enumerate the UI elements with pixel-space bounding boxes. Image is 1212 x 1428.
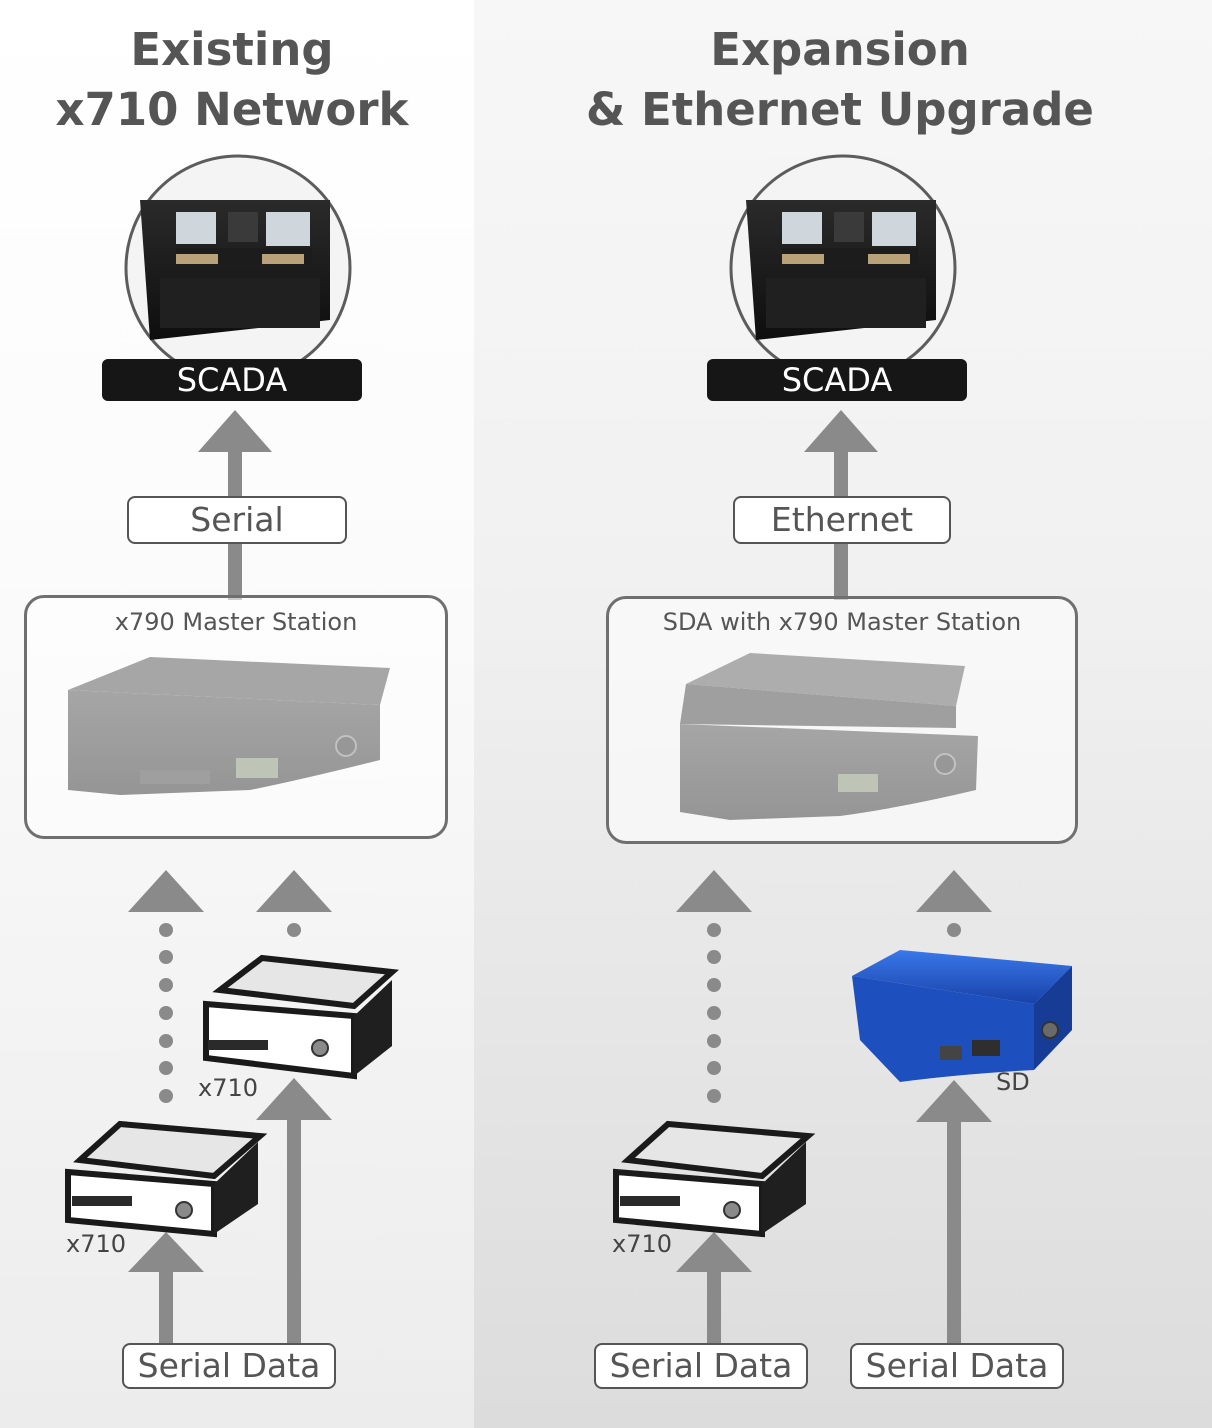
right-sd-label: SD: [996, 1068, 1030, 1096]
left-serial-data-label: Serial Data: [122, 1343, 336, 1389]
arrow-serial-data-x710-right: [676, 1232, 752, 1348]
dotted-link-lower-x710: [128, 870, 204, 1103]
left-heading-line2: x710 Network: [55, 83, 409, 136]
dotted-link-x710-right: [676, 870, 752, 1103]
dotted-link-upper-x710: [256, 870, 332, 937]
right-scada-label: SCADA: [707, 359, 967, 401]
scada-control-room-right: [729, 154, 957, 382]
right-heading: Expansion & Ethernet Upgrade: [540, 20, 1140, 140]
left-upper-x710-label: x710: [198, 1074, 259, 1102]
x710-radio-right: [613, 1120, 816, 1238]
right-heading-line2: & Ethernet Upgrade: [586, 83, 1094, 136]
left-station-label: x790 Master Station: [114, 608, 358, 636]
right-x710-label: x710: [612, 1230, 673, 1258]
left-heading-line1: Existing: [130, 23, 334, 76]
left-station-frame: [24, 595, 448, 839]
arrow-serial-data-lower-x710: [128, 1232, 204, 1348]
arrow-serial-data-sd: [916, 1080, 992, 1348]
scada-control-room-left: [124, 154, 352, 382]
sd-radio-device: [852, 950, 1072, 1082]
x710-radio-lower: [65, 1120, 268, 1238]
right-serial-data-label-sd: Serial Data: [850, 1343, 1064, 1389]
left-lower-x710-label: x710: [66, 1230, 127, 1258]
x710-radio-upper: [203, 954, 400, 1080]
right-station-frame: [606, 596, 1078, 844]
right-heading-line1: Expansion: [710, 23, 970, 76]
right-station-label: SDA with x790 Master Station: [662, 608, 1022, 636]
arrow-serial-data-upper-x710: [256, 1078, 332, 1348]
right-serial-data-label-x710: Serial Data: [594, 1343, 808, 1389]
left-link-label: Serial: [127, 496, 347, 544]
left-heading: Existing x710 Network: [0, 20, 464, 140]
left-scada-label: SCADA: [102, 359, 362, 401]
dotted-link-sd: [916, 870, 992, 937]
right-link-label: Ethernet: [733, 496, 951, 544]
